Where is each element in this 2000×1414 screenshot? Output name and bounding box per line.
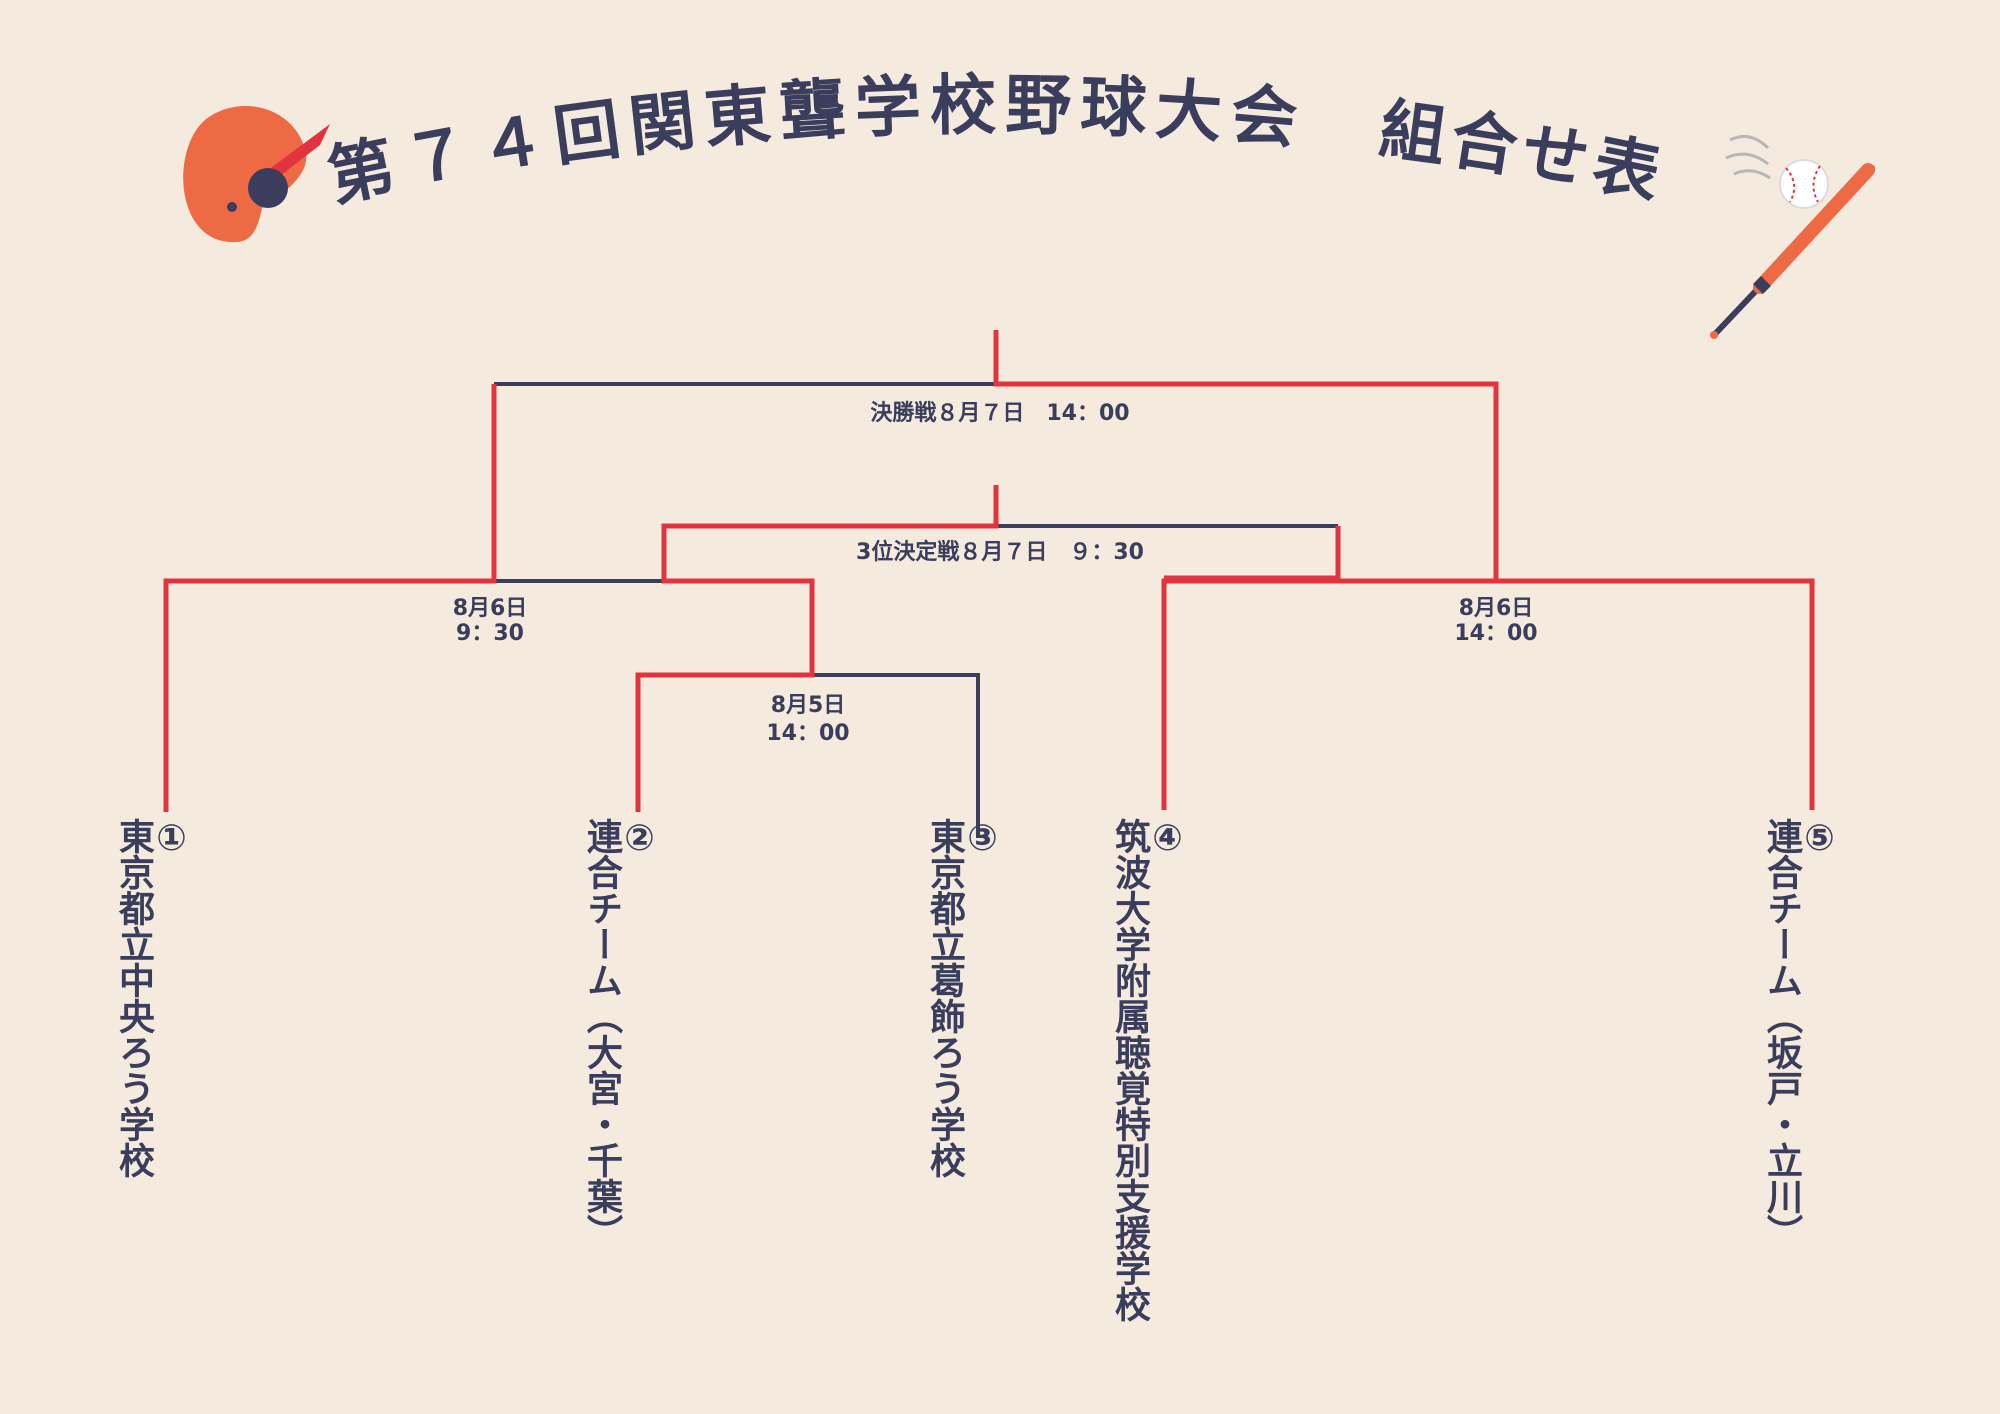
- team-number: ①: [151, 818, 192, 859]
- title-char: 第: [321, 127, 401, 216]
- team-name: 東京都立中央ろう学校: [113, 818, 154, 1178]
- third-place-red-right: [1164, 526, 1341, 581]
- title-char: 表: [1586, 125, 1666, 214]
- first-round-navy: [810, 673, 980, 838]
- title-main: 第７４回関東聾学校野球大会: [321, 67, 1300, 216]
- title-char: 学: [853, 68, 922, 147]
- title-char: 組: [1375, 91, 1451, 176]
- team-name: 東京都立葛飾ろう学校: [924, 818, 965, 1178]
- third-place-red: [635, 485, 999, 812]
- baseball-icon: [1725, 134, 1829, 209]
- title-char: 回: [549, 91, 625, 176]
- left-semi-time: 9：30: [456, 621, 524, 646]
- team-name: 筑波大学附属聴覚特別支援学校: [1109, 818, 1150, 1322]
- title-char: 聾: [777, 71, 848, 152]
- baseball-bat-icon: [1710, 163, 1875, 339]
- title-char: ４: [473, 101, 550, 187]
- winner-paths: [163, 330, 1815, 812]
- right-semi-red: [1161, 578, 1496, 810]
- left-semi-date: 8月6日: [453, 596, 528, 621]
- title-char: 球: [1079, 68, 1149, 147]
- match-labels: 決勝戦８月７日 14：00 3位決定戦８月７日 ９：30 8月6日 9：30 8…: [453, 401, 1538, 746]
- team-number: ⑤: [1799, 818, 1840, 859]
- left-semi-red: [163, 384, 497, 812]
- title-char: せ: [1516, 112, 1595, 199]
- title-char: 関: [625, 82, 699, 166]
- title-char: 校: [930, 67, 997, 145]
- team-number: ②: [619, 818, 660, 859]
- first-round-date: 8月5日: [771, 693, 846, 718]
- bracket-lines: [164, 382, 1810, 838]
- title-char: 会: [1228, 76, 1300, 158]
- batting-helmet-icon: [183, 105, 330, 243]
- final-label: 決勝戦８月７日 14：00: [870, 401, 1129, 426]
- final-red: [993, 330, 1815, 810]
- team-name: 連合チーム（大宮・千葉）: [581, 818, 622, 1250]
- team-number: ③: [962, 818, 1003, 859]
- third-place-label: 3位決定戦８月７日 ９：30: [856, 539, 1144, 565]
- title-char: 東: [701, 76, 773, 158]
- title-char: 野: [1005, 67, 1072, 145]
- title-char: 合: [1446, 100, 1523, 186]
- first-round-time: 14：00: [766, 721, 849, 746]
- title-char: 大: [1153, 71, 1224, 152]
- right-semi-time: 14：00: [1454, 621, 1537, 646]
- title-char: ７: [397, 113, 476, 201]
- team-number: ④: [1147, 818, 1188, 859]
- team-name: 連合チーム（坂戸・立川）: [1761, 818, 1802, 1250]
- right-semi-date: 8月6日: [1459, 596, 1534, 621]
